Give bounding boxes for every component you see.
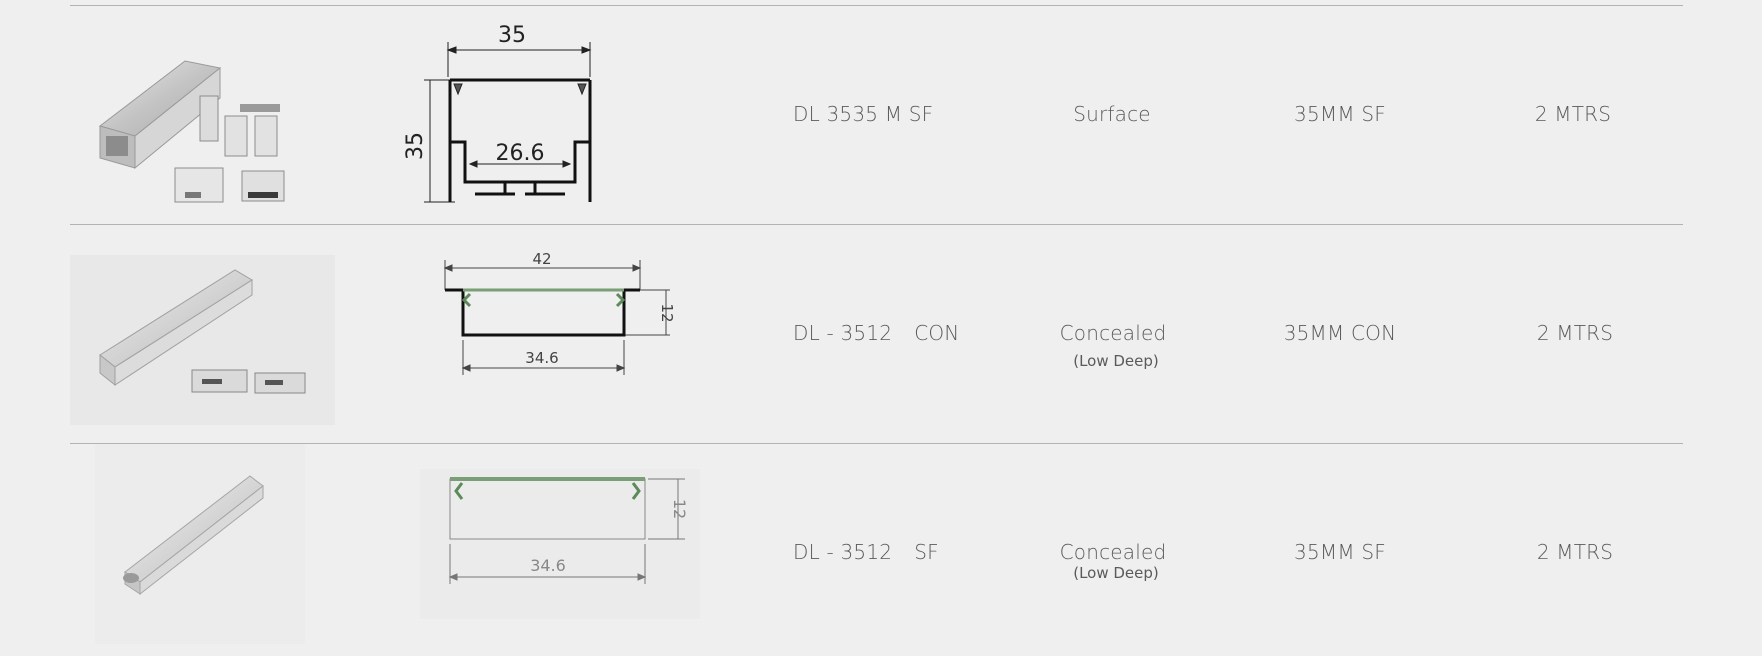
drawing-height-label: 12 bbox=[670, 499, 689, 519]
drawing-width-label: 42 bbox=[532, 250, 551, 268]
product-code-main: DL 3535 M SF bbox=[793, 102, 934, 126]
product-photo bbox=[98, 60, 285, 203]
table-row: 35 26.6 35 DL 3535 M SF Surface 35MM SF … bbox=[70, 6, 1683, 224]
drawing-inner-label: 26.6 bbox=[496, 141, 545, 166]
table-divider bbox=[70, 224, 1683, 225]
product-code: DL - 3512 SF bbox=[793, 542, 939, 562]
drawing-inner-label: 34.6 bbox=[525, 349, 558, 367]
table-row: 42 34.6 12 DL - 3512 CON Concealed (Low D… bbox=[70, 225, 1683, 443]
mounting-type: Concealed bbox=[1059, 540, 1167, 564]
drawing-inner-label: 34.6 bbox=[530, 556, 566, 575]
product-code-suffix: CON bbox=[914, 321, 960, 345]
table-row: 34.6 12 DL - 3512 SF Concealed (Low Deep)… bbox=[70, 444, 1683, 656]
mounting-note: (Low Deep) bbox=[1073, 352, 1159, 370]
mounting-type: Surface bbox=[1073, 102, 1151, 126]
length: 2 MTRS bbox=[1536, 321, 1614, 345]
length: 2 MTRS bbox=[1536, 540, 1614, 564]
product-code-main: DL - 3512 bbox=[793, 321, 893, 345]
profile-size: 35MM SF bbox=[1294, 540, 1386, 564]
profile-drawing: 35 26.6 35 bbox=[403, 23, 592, 203]
mounting-note: (Low Deep) bbox=[1073, 564, 1159, 582]
drawing-height-label: 12 bbox=[658, 303, 676, 322]
profile-drawing: 34.6 12 bbox=[420, 469, 700, 619]
product-code-main: DL - 3512 bbox=[793, 540, 893, 564]
length: 2 MTRS bbox=[1534, 102, 1612, 126]
profile-drawing: 42 34.6 12 bbox=[443, 250, 676, 375]
profile-size: 35MM SF bbox=[1294, 102, 1386, 126]
drawing-height-label: 35 bbox=[403, 132, 428, 160]
drawing-width-label: 35 bbox=[498, 23, 526, 48]
product-photo bbox=[70, 255, 335, 425]
table-divider bbox=[70, 443, 1683, 444]
mounting-type: Concealed bbox=[1059, 321, 1167, 345]
product-code: DL - 3512 CON bbox=[793, 323, 959, 343]
profile-size: 35MM CON bbox=[1283, 321, 1397, 345]
product-code: DL 3535 M SF bbox=[793, 104, 933, 124]
product-photo bbox=[95, 444, 305, 644]
table-divider bbox=[70, 5, 1683, 6]
product-code-suffix: SF bbox=[914, 540, 939, 564]
